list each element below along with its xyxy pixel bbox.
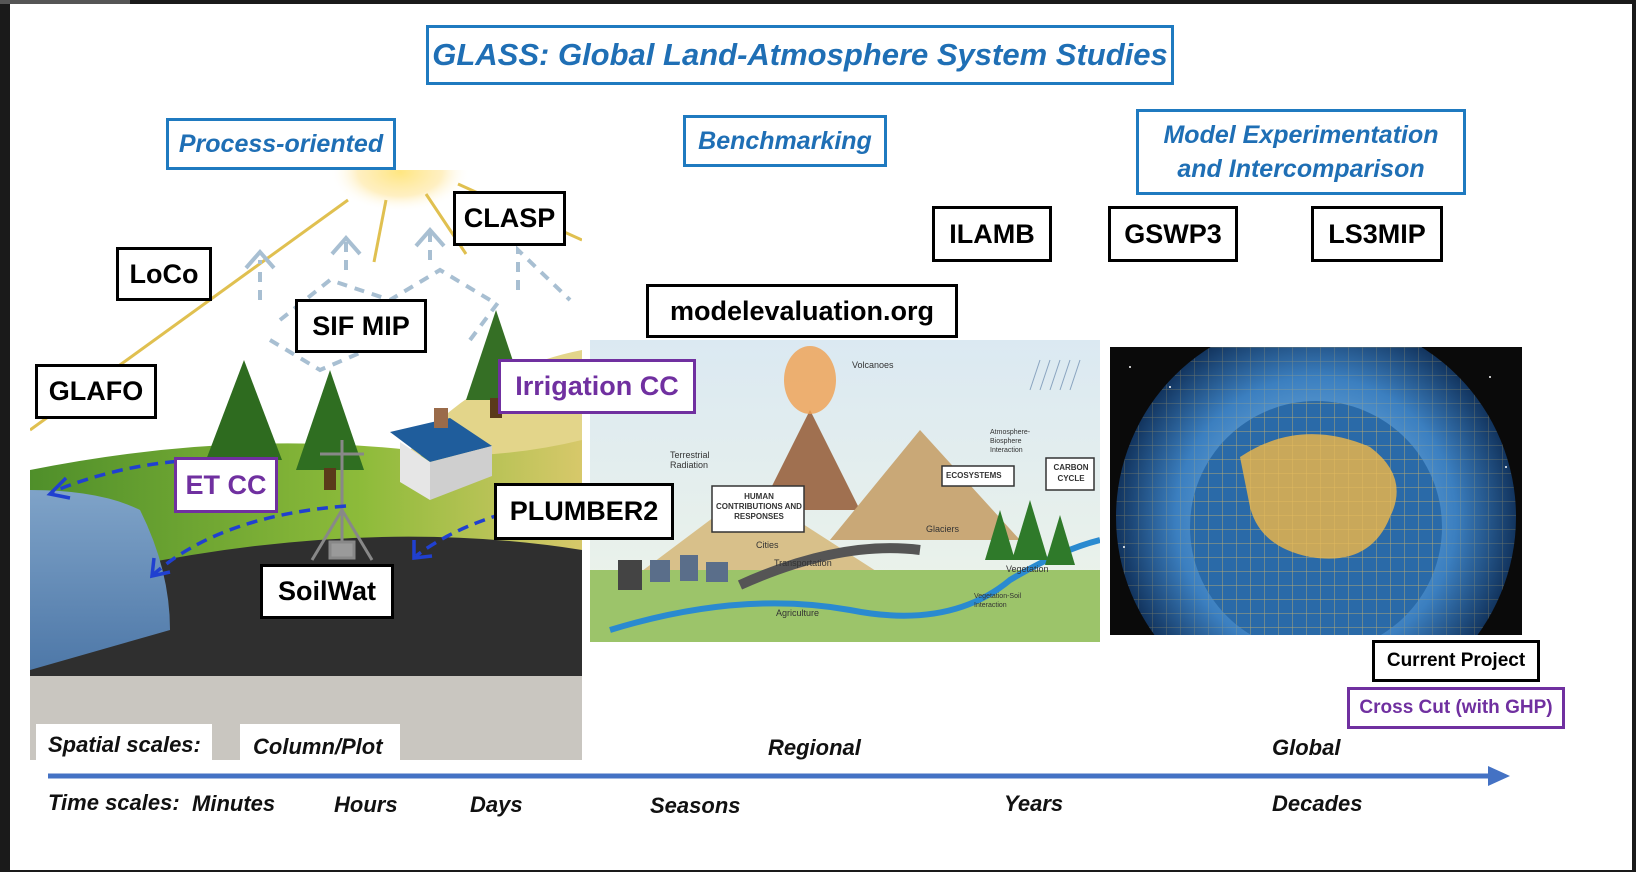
project-modelevaluation[interactable]: modelevaluation.org	[646, 284, 958, 338]
label-atmosphere-biosphere: Atmosphere-Biosphere Interaction	[990, 429, 1031, 454]
green-field	[590, 570, 1100, 642]
project-ilamb-label: ILAMB	[949, 218, 1035, 249]
earth-grid	[1190, 401, 1442, 635]
time-minutes: Minutes	[192, 791, 276, 816]
label-glaciers: Glaciers	[926, 524, 960, 534]
spatial-column-plot: Column/Plot	[253, 734, 383, 759]
project-gswp3[interactable]: GSWP3	[1108, 206, 1238, 262]
column-label-bg	[240, 724, 400, 760]
sun-icon	[330, 170, 470, 220]
project-soilwat[interactable]: SoilWat	[260, 564, 394, 619]
eruption-plume	[784, 346, 836, 414]
benchmarking-box: Benchmarking	[683, 115, 887, 167]
crosscut-et[interactable]: ET CC	[174, 457, 278, 513]
label-terrestrial-radiation: Terrestrial Radiation	[670, 450, 710, 470]
title-box: GLASS: Global Land-Atmosphere System Stu…	[426, 25, 1174, 85]
label-transportation: Transportation	[774, 558, 832, 568]
label-volcanoes: Volcanoes	[852, 360, 894, 370]
land-surface-illustration	[30, 170, 582, 760]
time-hours: Hours	[334, 792, 398, 817]
rain-lines	[1029, 359, 1081, 391]
forest-icon	[985, 500, 1075, 565]
carbon-cycle-box	[1045, 457, 1095, 491]
label-agriculture: Agriculture	[776, 608, 820, 618]
window-top-bar	[0, 0, 130, 4]
legend-cross-cut-label: Cross Cut (with GHP)	[1359, 697, 1553, 718]
project-sif-mip-label: SIF MIP	[312, 310, 410, 341]
legend-cross-cut: Cross Cut (with GHP)	[1347, 687, 1565, 729]
project-plumber2[interactable]: PLUMBER2	[494, 483, 674, 540]
project-clasp[interactable]: CLASP	[453, 191, 566, 246]
house-icon	[390, 408, 492, 500]
time-decades: Decades	[1272, 791, 1363, 816]
time-years: Years	[1004, 791, 1064, 816]
label-ecosystems: ECOSYSTEMS	[946, 471, 1002, 480]
legend-current-project: Current Project	[1372, 640, 1540, 682]
legend-current-project-label: Current Project	[1386, 650, 1526, 671]
project-gswp3-label: GSWP3	[1124, 218, 1222, 249]
city-icon	[650, 555, 728, 582]
crosscut-irrigation[interactable]: Irrigation CC	[498, 359, 696, 414]
model-experimentation-box: Model Experimentation and Intercompariso…	[1136, 109, 1466, 195]
model-experimentation-line2: and Intercomparison	[1177, 155, 1425, 183]
spatial-scales-label: Spatial scales:	[48, 732, 201, 757]
label-vegetation: Vegetation	[1006, 564, 1049, 574]
star-dots	[1123, 366, 1507, 548]
label-vegetation-soil: Vegetation-Soil Interaction	[974, 593, 1022, 609]
volcano-icon	[760, 410, 860, 510]
diagram-frame: GLASS: Global Land-Atmosphere System Stu…	[10, 4, 1632, 870]
model-experimentation-line1: Model Experimentation	[1163, 121, 1439, 149]
project-glafo[interactable]: GLAFO	[35, 364, 157, 419]
sun-ray-2	[372, 199, 388, 263]
project-loco-label: LoCo	[129, 258, 199, 289]
process-oriented-box: Process-oriented	[166, 118, 396, 170]
spatial-label-bg	[36, 724, 212, 760]
project-plumber2-label: PLUMBER2	[509, 496, 659, 526]
scale-arrowhead	[1488, 766, 1510, 786]
land-surface-svg	[30, 170, 582, 760]
time-scales-label: Time scales:	[48, 790, 180, 815]
project-ls3mip[interactable]: LS3MIP	[1311, 206, 1443, 262]
project-glafo-label: GLAFO	[48, 376, 144, 406]
label-human-contributions: HUMAN CONTRIBUTIONS AND RESPONSES	[716, 492, 802, 521]
crosscut-et-label: ET CC	[185, 469, 267, 500]
crosscut-irrigation-label: Irrigation CC	[515, 371, 679, 401]
arrowheads	[46, 476, 433, 579]
time-days: Days	[470, 792, 523, 817]
mountain-right	[830, 430, 1020, 540]
factory-icon	[618, 560, 642, 590]
project-modelevaluation-label: modelevaluation.org	[669, 295, 935, 326]
scale-arrow	[48, 766, 1510, 786]
flux-tower-icon	[310, 440, 374, 561]
up-arrow-icons	[244, 226, 446, 270]
human-contributions-box	[711, 485, 805, 533]
road	[737, 543, 921, 590]
project-ilamb[interactable]: ILAMB	[932, 206, 1052, 262]
project-clasp-label: CLASP	[463, 203, 556, 233]
label-cities: Cities	[756, 540, 779, 550]
label-carbon-cycle: CARBON CYCLE	[1053, 463, 1089, 483]
water-body	[30, 490, 170, 670]
river	[609, 537, 1100, 633]
project-ls3mip-label: LS3MIP	[1328, 218, 1426, 249]
spatial-global: Global	[1272, 735, 1341, 760]
time-seasons: Seasons	[650, 793, 741, 818]
project-sif-mip[interactable]: SIF MIP	[295, 299, 427, 353]
ecosystems-box	[941, 465, 1015, 487]
globe-model-illustration	[1110, 347, 1522, 635]
benchmarking-label: Benchmarking	[698, 126, 872, 155]
earth-system-svg	[590, 346, 1100, 642]
page-title: GLASS: Global Land-Atmosphere System Stu…	[432, 37, 1168, 72]
spatial-regional: Regional	[768, 735, 861, 760]
globe-svg	[1116, 347, 1516, 635]
project-soilwat-label: SoilWat	[278, 576, 376, 606]
process-oriented-label: Process-oriented	[178, 129, 384, 158]
project-loco[interactable]: LoCo	[116, 247, 212, 301]
